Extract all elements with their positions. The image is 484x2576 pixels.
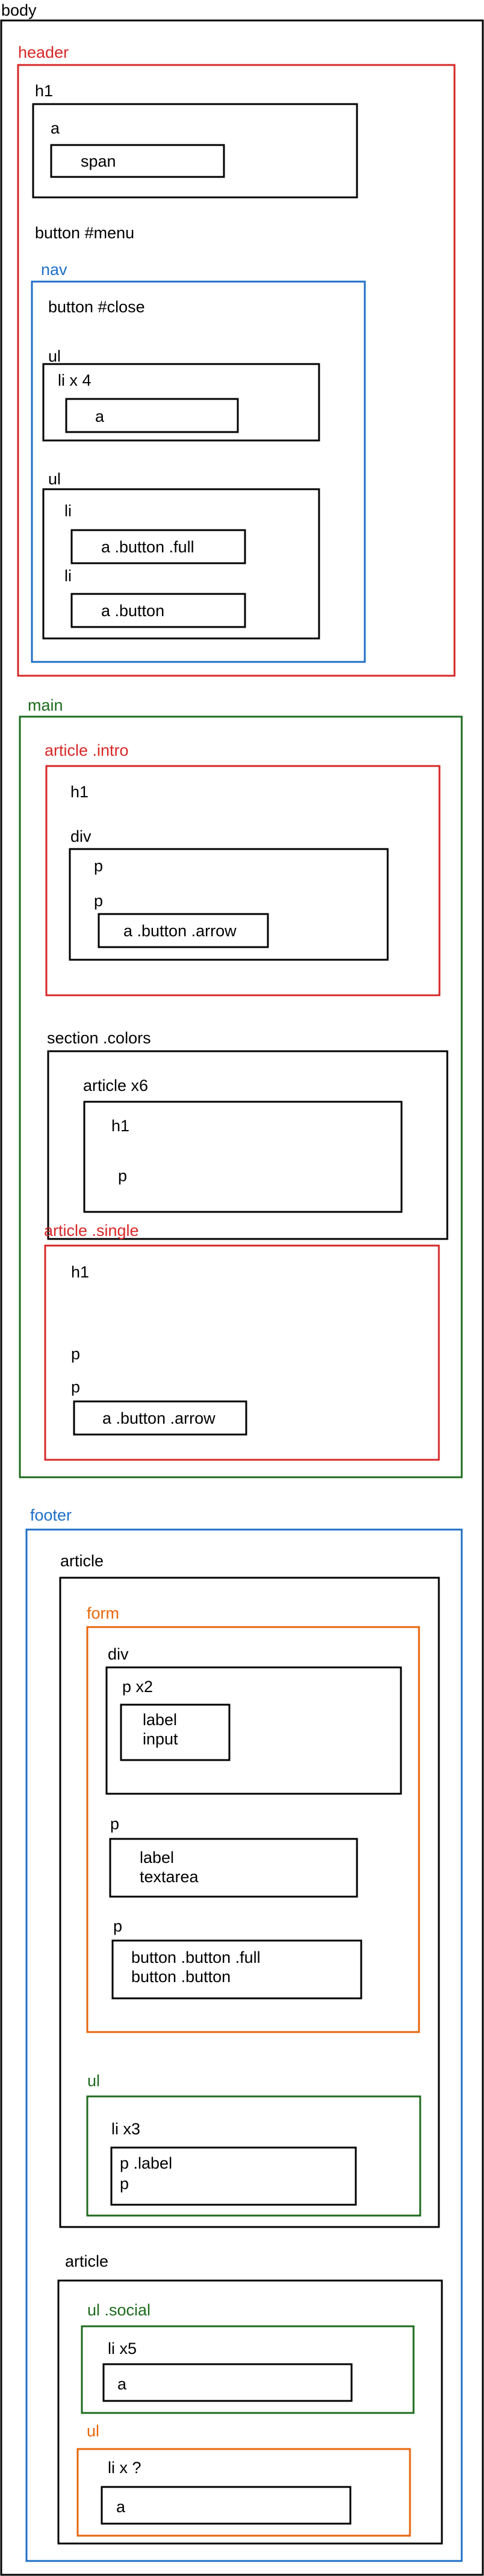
intro-div-box <box>69 848 389 961</box>
social-a-label: a <box>117 2375 127 2393</box>
form-buttons-box <box>111 1939 362 2000</box>
last-ul-box <box>76 2448 411 2537</box>
colors-article-box <box>83 1101 403 1213</box>
colors-article-label: article x6 <box>83 1076 148 1095</box>
form-label-input-box <box>120 1703 231 1761</box>
nav-li-2-label: li <box>64 567 72 585</box>
social-li-x5-label: li x5 <box>108 2340 137 2358</box>
social-a-box <box>102 2363 353 2402</box>
footer-article-2-label: article <box>65 2252 108 2270</box>
footer-ul-label: ul <box>87 2072 100 2090</box>
menu-button-label: button #menu <box>35 224 134 242</box>
form-p-2-label: p <box>110 1815 119 1833</box>
nav-ul-2-box <box>42 488 320 640</box>
footer-ul-box <box>86 2095 421 2217</box>
colors-section-label: section .colors <box>47 1029 151 1047</box>
intro-a-arrow-box <box>98 913 269 948</box>
nav-li-x4-label: li x 4 <box>58 371 92 389</box>
form-button-full-label: button .button .full <box>131 1948 261 1966</box>
footer-li-box <box>110 2146 357 2206</box>
social-ul-box <box>81 2325 415 2414</box>
form-div-label: div <box>108 1645 129 1663</box>
form-box <box>86 1626 420 2033</box>
social-ul-label: ul .social <box>87 2301 150 2319</box>
nav-box <box>31 280 366 663</box>
form-input-label: input <box>143 1730 178 1748</box>
header-label: header <box>18 43 69 61</box>
form-textarea-label: textarea <box>140 1868 199 1886</box>
intro-p-2-label: p <box>94 892 103 910</box>
close-button-label: button #close <box>48 298 145 316</box>
last-ul-label: ul <box>87 2422 99 2440</box>
colors-p-label: p <box>118 1167 127 1185</box>
footer-article-1-box <box>59 1577 440 2228</box>
intro-div-label: div <box>70 827 92 845</box>
form-label-2-label: label <box>140 1849 174 1867</box>
single-p-2-label: p <box>71 1378 80 1396</box>
single-p-1-label: p <box>71 1345 80 1363</box>
header-h1-box <box>32 103 358 199</box>
nav-li-1-label: li <box>64 502 72 520</box>
form-p-x2-label: p x2 <box>122 1678 153 1696</box>
nav-a-button-box <box>70 593 246 628</box>
footer-p-label-label: p .label <box>120 2154 172 2172</box>
footer-li-x3-label: li x3 <box>111 2120 140 2138</box>
form-div-box <box>105 1666 402 1795</box>
header-box <box>17 64 456 677</box>
form-p-3-label: p <box>113 1917 122 1935</box>
nav-label: nav <box>41 261 67 279</box>
nav-li-a-label: a <box>95 407 105 425</box>
intro-a-arrow-label: a .button .arrow <box>123 922 237 940</box>
intro-h1-label: h1 <box>70 783 88 801</box>
nav-a-button-label: a .button <box>101 602 164 620</box>
footer-article-2-box <box>57 2279 443 2545</box>
body-label: body <box>1 1 37 19</box>
colors-h1-label: h1 <box>111 1117 129 1135</box>
single-article-box <box>44 1244 440 1461</box>
nav-a-button-full-label: a .button .full <box>101 538 194 556</box>
nav-ul-2-label: ul <box>48 470 61 488</box>
intro-article-box <box>45 765 441 996</box>
form-label-textarea-box <box>109 1838 358 1898</box>
single-a-arrow-label: a .button .arrow <box>102 1409 216 1427</box>
form-label: form <box>87 1604 119 1622</box>
intro-p-1-label: p <box>94 857 103 875</box>
intro-article-label: article .intro <box>45 741 129 759</box>
nav-a-button-full-box <box>70 529 246 564</box>
form-button-label: button .button <box>131 1968 231 1986</box>
main-box <box>19 715 463 1478</box>
single-a-arrow-box <box>73 1400 247 1436</box>
last-a-box <box>101 2486 352 2525</box>
form-label-1-label: label <box>143 1711 177 1729</box>
nav-li-a-box <box>65 398 239 433</box>
footer-box <box>25 1528 463 2562</box>
single-article-label: article .single <box>44 1222 139 1240</box>
last-a-label: a <box>116 2498 126 2516</box>
nav-ul-1-box <box>42 363 320 442</box>
body-box <box>0 19 484 2576</box>
nav-ul-1-label: ul <box>48 347 61 365</box>
header-h1-label: h1 <box>35 82 53 100</box>
header-span-label: span <box>81 152 116 170</box>
footer-p-label: p <box>120 2175 129 2193</box>
footer-label: footer <box>30 1506 72 1524</box>
colors-section-box <box>47 1050 448 1240</box>
header-span-box <box>50 144 225 178</box>
footer-article-1-label: article <box>60 1552 104 1570</box>
last-li-label: li x ? <box>108 2459 141 2477</box>
single-h1-label: h1 <box>71 1263 89 1281</box>
header-a-label: a <box>51 119 60 137</box>
main-label: main <box>28 696 63 714</box>
